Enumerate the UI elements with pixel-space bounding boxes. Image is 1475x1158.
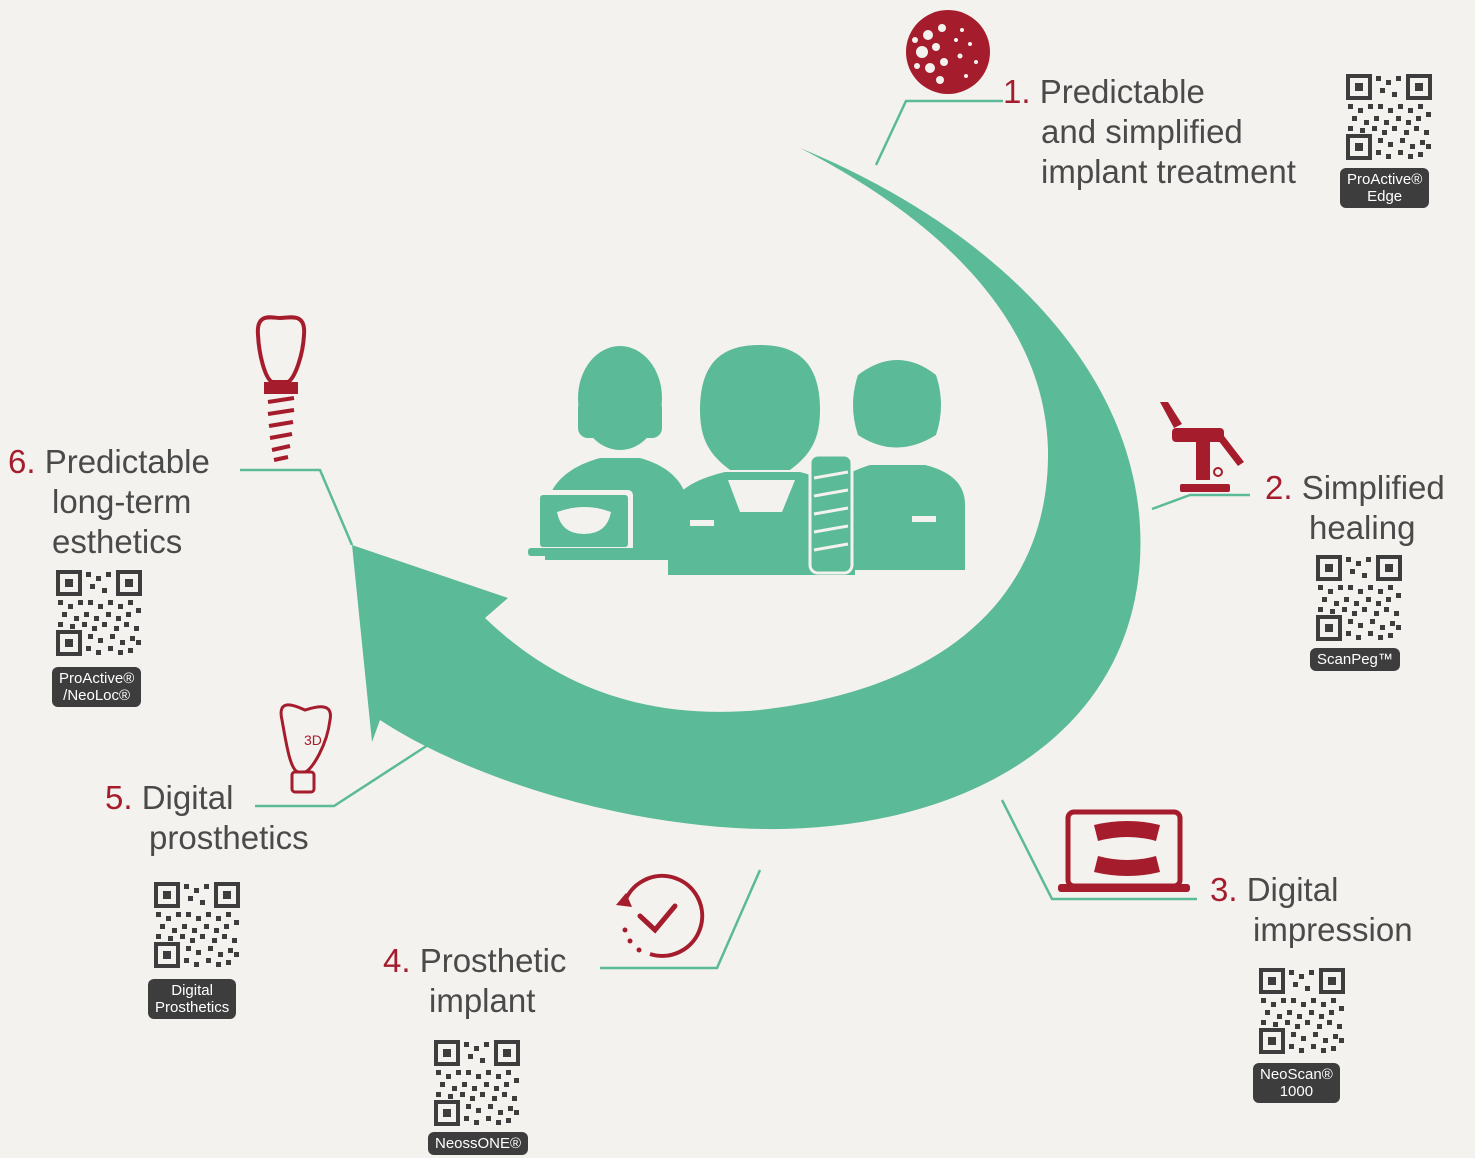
step-line: Predictable: [1039, 73, 1205, 110]
step-3-label: 3. Digital impression: [1210, 870, 1413, 950]
step-number: 5.: [105, 779, 133, 816]
badge-line: Prosthetics: [155, 999, 230, 1016]
step-line: implant treatment: [1041, 153, 1296, 190]
badge-line: ProActive®: [59, 670, 135, 687]
product-badge-6[interactable]: ProActive® /NeoLoc®: [52, 667, 142, 707]
step-5-label: 5. Digital prosthetics: [105, 778, 309, 858]
step-1-label: 1. Predictable and simplified implant tr…: [1003, 72, 1296, 192]
bone-texture-icon: [906, 10, 990, 94]
step-line: Predictable: [44, 443, 210, 480]
cycle-arrow: [352, 148, 1141, 830]
step-line: Digital: [1246, 871, 1339, 908]
step-line: Prosthetic: [419, 942, 567, 979]
step-line: healing: [1309, 509, 1416, 546]
step-line: and simplified: [1041, 113, 1243, 150]
step-6-label: 6. Predictable long-term esthetics: [8, 442, 210, 562]
badge-line: /NeoLoc®: [63, 687, 131, 704]
product-badge-4[interactable]: NeossONE®: [428, 1132, 529, 1155]
step-line: Digital: [141, 779, 234, 816]
step-line: implant: [429, 982, 536, 1019]
qr-code-2[interactable]: [1314, 553, 1404, 643]
svg-text:3D: 3D: [304, 732, 322, 748]
qr-code-6[interactable]: [54, 568, 144, 658]
dental-team-icon: [528, 345, 965, 575]
step-number: 1.: [1003, 73, 1031, 110]
badge-line: Edge: [1367, 188, 1403, 205]
badge-line: ProActive®: [1347, 171, 1423, 188]
step-line: prosthetics: [149, 819, 309, 856]
step-2-label: 2. Simplified healing: [1265, 468, 1445, 548]
product-badge-1[interactable]: ProActive® Edge: [1340, 168, 1430, 208]
3d-crown-icon: 3D: [279, 703, 332, 794]
badge-line: ScanPeg™: [1317, 651, 1393, 668]
qr-code-4[interactable]: [432, 1038, 522, 1128]
step-number: 2.: [1265, 469, 1293, 506]
product-badge-3[interactable]: NeoScan® 1000: [1253, 1063, 1340, 1103]
qr-code-3[interactable]: [1257, 966, 1347, 1056]
step-number: 3.: [1210, 871, 1238, 908]
laptop-teeth-icon: [1058, 809, 1190, 892]
step-line: impression: [1253, 911, 1413, 948]
step-line: long-term: [52, 483, 192, 520]
badge-line: NeossONE®: [435, 1135, 522, 1152]
step-4-label: 4. Prosthetic implant: [383, 941, 566, 1021]
step-line: Simplified: [1301, 469, 1445, 506]
step-line: esthetics: [52, 523, 183, 560]
badge-line: 1000: [1279, 1083, 1314, 1100]
step-number: 6.: [8, 443, 36, 480]
product-badge-2[interactable]: ScanPeg™: [1310, 648, 1400, 671]
qr-code-1[interactable]: [1344, 72, 1434, 162]
implant-crown-icon: [255, 315, 307, 462]
badge-line: Digital: [171, 982, 213, 999]
step-number: 4.: [383, 942, 411, 979]
connector-lines: [240, 99, 1250, 970]
clock-check-icon: [616, 873, 705, 958]
product-badge-5[interactable]: Digital Prosthetics: [148, 979, 237, 1019]
badge-line: NeoScan®: [1260, 1066, 1333, 1083]
dental-chair-icon: [1160, 402, 1244, 492]
qr-code-5[interactable]: [152, 880, 242, 970]
